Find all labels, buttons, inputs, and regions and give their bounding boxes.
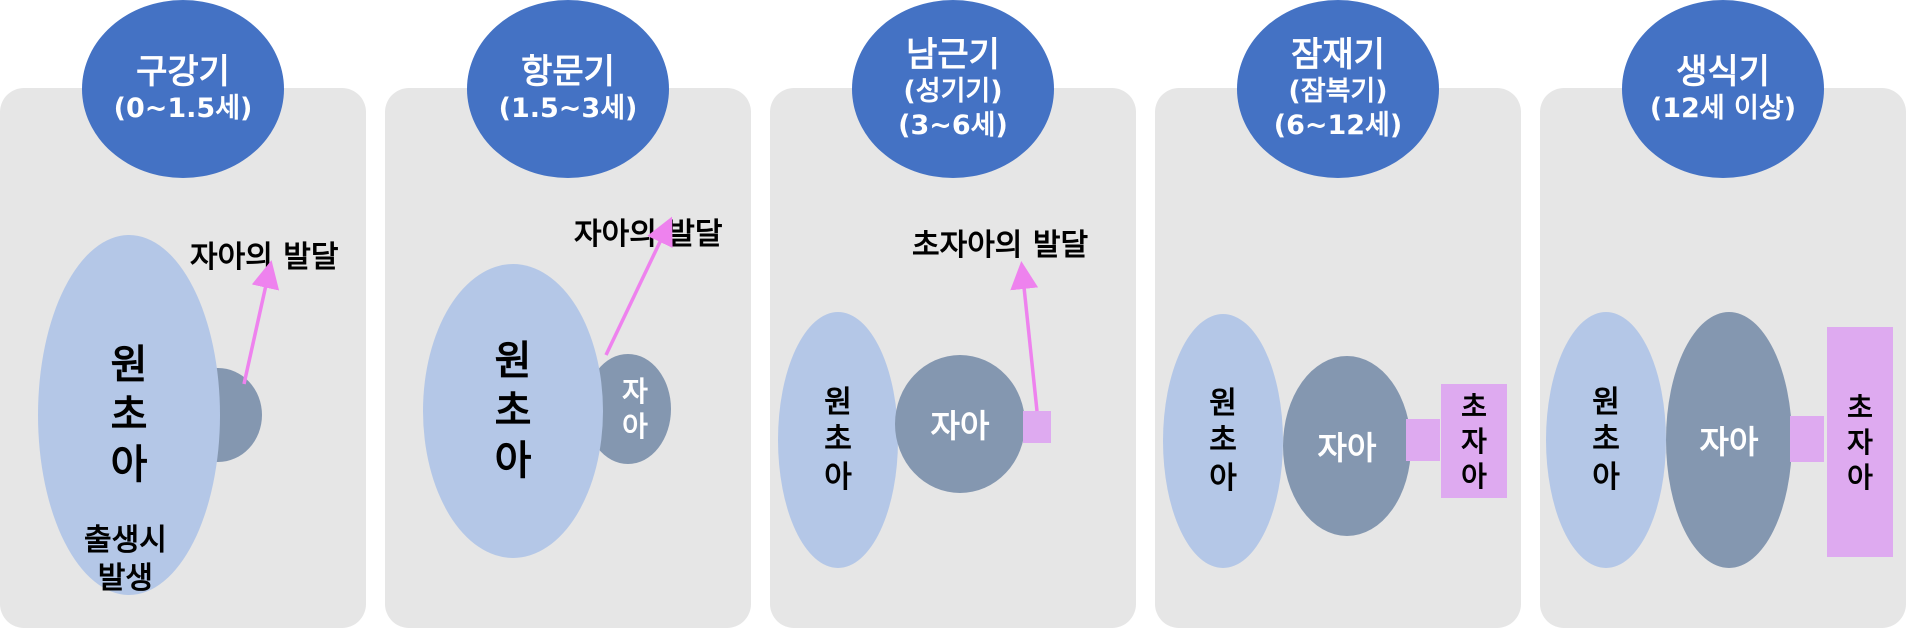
id-label: 원 초 아: [824, 384, 852, 495]
stage-age: (6~12세): [1273, 110, 1403, 141]
ego-development-arrow: [242, 260, 280, 385]
ego-ellipse: 자아: [1666, 312, 1792, 568]
stage-age: (0~1.5세): [113, 93, 253, 124]
id-ellipse: 원 초 아: [423, 264, 603, 558]
superego-development-label: 초자아의 발달: [912, 228, 1089, 263]
ego-ellipse: 자아: [895, 355, 1025, 493]
id-label: 원 초 아: [1592, 384, 1620, 495]
superego-connector: [1406, 419, 1440, 461]
stage-name: 항문기: [521, 52, 615, 92]
id-label: 원 초 아: [110, 342, 148, 488]
superego-label: 초 자 아: [1847, 390, 1873, 494]
stage-age: (3~6세): [898, 110, 1008, 141]
stage-header-genital: 생식기 (12세 이상): [1622, 0, 1824, 178]
superego-label: 초 자 아: [1461, 389, 1487, 493]
birth-note: 출생시 발생: [84, 523, 167, 596]
superego-connector: [1790, 416, 1824, 462]
stage-alt-name: (성기기): [903, 76, 1003, 107]
stage-alt-name: (잠복기): [1288, 76, 1388, 107]
superego-box: [1023, 411, 1051, 443]
ego-ellipse: 자아: [1283, 356, 1411, 536]
ego-label: 자아: [1317, 429, 1377, 467]
superego-box: 초 자 아: [1441, 384, 1507, 498]
id-label: 원 초 아: [1209, 385, 1237, 496]
stage-age: (1.5~3세): [498, 93, 638, 124]
ego-label: 자아: [930, 407, 990, 445]
ego-label: 자아: [1699, 423, 1759, 461]
stage-age: (12세 이상): [1649, 93, 1797, 124]
superego-development-arrow: [1010, 261, 1039, 412]
id-ellipse: 원 초 아: [1163, 314, 1283, 568]
stage-header-latency: 잠재기 (잠복기) (6~12세): [1237, 0, 1439, 178]
superego-box: 초 자 아: [1827, 327, 1893, 557]
stage-header-anal: 항문기 (1.5~3세): [467, 0, 669, 178]
ego-label: 자 아: [622, 375, 648, 443]
stage-header-phallic: 남근기 (성기기) (3~6세): [852, 0, 1054, 178]
ego-development-arrow: [604, 216, 673, 356]
stage-header-oral: 구강기 (0~1.5세): [82, 0, 284, 178]
stage-name: 구강기: [136, 52, 230, 92]
stage-name: 생식기: [1676, 52, 1770, 92]
id-ellipse: 원 초 아: [38, 235, 220, 595]
id-ellipse: 원 초 아: [778, 312, 898, 568]
id-label: 원 초 아: [494, 338, 532, 484]
id-ellipse: 원 초 아: [1546, 312, 1666, 568]
stage-name: 남근기: [906, 35, 1000, 75]
stage-name: 잠재기: [1291, 35, 1385, 75]
